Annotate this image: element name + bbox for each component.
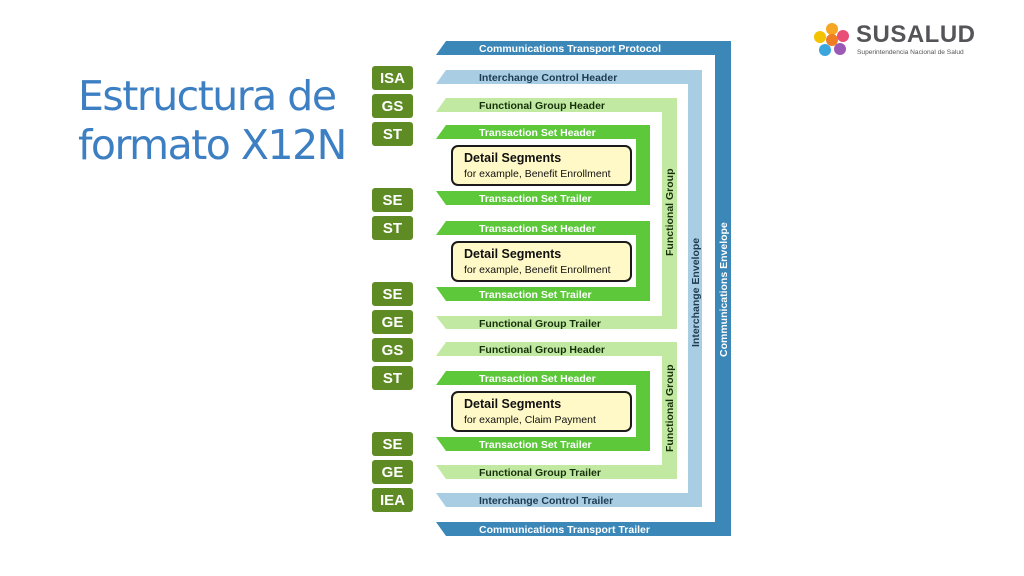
transaction-set-3-frame [436,371,650,451]
segment-tag-ge: GE [372,460,413,484]
segment-tag-st: ST [372,216,413,240]
segment-tag-se: SE [372,432,413,456]
comm-trailer-label: Communications Transport Trailer [479,524,650,536]
detail-subtitle: for example, Claim Payment [464,414,596,426]
segment-tag-ge: GE [372,310,413,334]
segment-tag-st: ST [372,122,413,146]
title-line-1: Estructura de [78,72,337,120]
logo-name: SUSALUD [856,21,976,48]
segment-tag-gs: GS [372,94,413,118]
interchange-trailer-label: Interchange Control Trailer [479,495,613,507]
susalud-logo: SUSALUD Superintendencia Nacional de Sal… [812,20,992,60]
functional-group-2-label: Functional Group [664,365,676,453]
ts2-trailer-label: Transaction Set Trailer [479,289,592,301]
page-title: Estructura de formato X12N [78,72,347,170]
segment-tag-se: SE [372,282,413,306]
detail-segments-box-3: Detail Segments for example, Claim Payme… [451,391,632,432]
interchange-envelope-label: Interchange Envelope [690,238,702,347]
segment-tag-se: SE [372,188,413,212]
ts3-trailer-label: Transaction Set Trailer [479,439,592,451]
transaction-set-2-frame [436,221,650,301]
flower-logo-icon [814,23,849,56]
detail-subtitle: for example, Benefit Enrollment [464,168,611,180]
detail-title: Detail Segments [464,247,562,261]
ts1-header-label: Transaction Set Header [479,127,596,139]
segment-tag-iea: IEA [372,488,413,512]
title-line-2: formato X12N [78,121,347,169]
detail-title: Detail Segments [464,151,562,165]
ts2-header-label: Transaction Set Header [479,223,596,235]
fg1-header-label: Functional Group Header [479,100,605,112]
ts3-header-label: Transaction Set Header [479,373,596,385]
transaction-set-1-frame [436,125,650,205]
segment-tag-isa: ISA [372,66,413,90]
comm-header-label: Communications Transport Protocol [479,43,661,55]
detail-segments-box-1: Detail Segments for example, Benefit Enr… [451,145,632,186]
ts1-trailer-label: Transaction Set Trailer [479,193,592,205]
detail-subtitle: for example, Benefit Enrollment [464,264,611,276]
fg2-trailer-label: Functional Group Trailer [479,467,601,479]
segment-tag-gs: GS [372,338,413,362]
detail-title: Detail Segments [464,397,562,411]
communications-envelope-label: Communications Envelope [718,222,730,357]
fg1-trailer-label: Functional Group Trailer [479,318,601,330]
functional-group-2-frame [436,342,677,479]
logo-subtitle: Superintendencia Nacional de Salud [857,49,964,56]
detail-segments-box-2: Detail Segments for example, Benefit Enr… [451,241,632,282]
interchange-header-label: Interchange Control Header [479,72,617,84]
fg2-header-label: Functional Group Header [479,344,605,356]
segment-tag-st: ST [372,366,413,390]
functional-group-1-label: Functional Group [664,169,676,257]
